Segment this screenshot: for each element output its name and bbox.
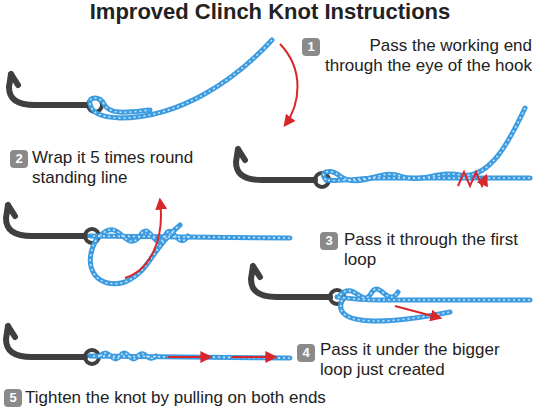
callout-number: 1 [302, 38, 320, 56]
hook [6, 326, 85, 357]
hook [236, 149, 315, 180]
line-strand [337, 289, 530, 321]
title: Improved Clinch Knot Instructions [0, 0, 540, 24]
direction-arrow [125, 200, 161, 278]
hook [251, 266, 330, 297]
callout-number: 5 [4, 389, 22, 407]
fishing-line [90, 40, 530, 359]
callout-number: 4 [297, 344, 315, 362]
callout-number: 2 [10, 150, 28, 168]
line-strand [323, 108, 530, 181]
braid-texture [323, 108, 530, 181]
line-strand [90, 353, 290, 359]
callout-number: 3 [320, 232, 338, 250]
step-instruction: Tighten the knot by pulling on both ends [25, 388, 425, 407]
braid-texture [337, 289, 530, 321]
hook-eyes [85, 98, 344, 364]
step-instruction: Wrap it 5 times round standing line [32, 148, 242, 188]
hooks [6, 74, 330, 357]
step-instruction: Pass it under the bigger loop just creat… [320, 340, 535, 380]
line-strand [90, 40, 272, 118]
braid-texture [90, 353, 290, 359]
line-braid [90, 40, 530, 359]
direction-arrow [232, 356, 275, 358]
direction-arrow [280, 44, 298, 125]
direction-arrow [168, 356, 210, 358]
hook [6, 205, 85, 236]
direction-arrow [458, 172, 486, 186]
step-instruction: Pass the working end through the eye of … [322, 36, 532, 76]
hook [9, 74, 88, 105]
direction-arrows [125, 44, 486, 357]
step-instruction: Pass it through the first loop [344, 230, 529, 270]
braid-texture [90, 225, 290, 284]
line-strand [90, 225, 290, 284]
braid-texture [90, 40, 272, 118]
direction-arrow [395, 306, 440, 318]
